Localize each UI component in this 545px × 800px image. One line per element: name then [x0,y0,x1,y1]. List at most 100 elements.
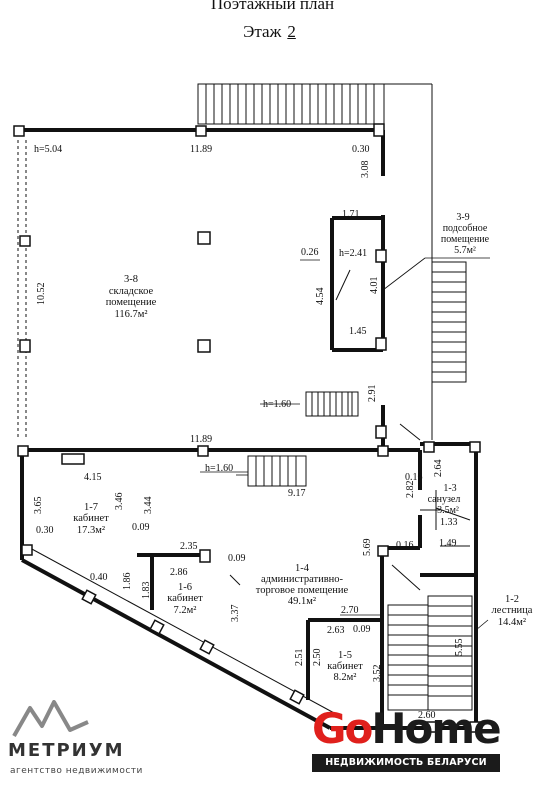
dim-label: h=5.04 [34,144,62,155]
room-id: 3-9 [456,212,469,223]
room-1-3-label: 1-3 санузел 3.5м² [428,483,461,516]
dim-label: 4.15 [84,472,102,483]
room-name: кабинет [73,513,109,524]
dim-label: h=1.60 [263,399,291,410]
dim-label: 5.69 [362,539,373,557]
room-id: 1-7 [84,502,98,513]
dim-label: 11.89 [190,144,212,155]
dim-label: 0.09 [353,624,371,635]
room-1-5-label: 1-5 кабинет 8.2м² [327,650,363,683]
room-1-2-label: 1-2 лестница 14.4м² [492,594,533,628]
room-3-8-label: 3-8 складское помещение 116.7м² [106,274,157,320]
dim-label: 0.16 [405,472,423,483]
room-1-6-label: 1-6 кабинет 7.2м² [167,582,203,616]
dim-label: 2.91 [367,385,378,403]
room-area: 7.2м² [174,605,197,616]
dim-label: 2.86 [170,567,188,578]
left-window-band [17,140,27,440]
room-id: 1-5 [338,650,352,661]
dim-label: 0.09 [132,522,150,533]
room-area: 17.3м² [77,525,105,536]
room-1-4-label: 1-4 административно- торговое помещение … [256,563,349,607]
dim-label: 0.30 [352,144,370,155]
room-area: 116.7м² [114,309,147,320]
room-id: 1-4 [295,563,310,574]
dim-label: h=2.41 [339,248,367,259]
dim-label: 4.01 [369,277,380,295]
room-area: 8.2м² [334,672,357,683]
floor-label: Этаж [243,22,282,41]
walls [20,128,478,730]
room-area: 3.5м² [437,505,459,516]
dim-label: 5.55 [454,639,465,657]
dim-label: 0.16 [396,540,414,551]
room-area: 14.4м² [498,617,526,628]
door-lines [229,269,471,591]
dim-label: 3.44 [143,497,154,515]
dim-label: 3.46 [114,493,125,511]
dim-label: 0.30 [36,525,54,536]
gohome-logo: GoHome НЕДВИЖИМОСТЬ БЕЛАРУСИ [312,706,502,772]
room-name: лестница [492,605,533,616]
room-1-7-label: 1-7 кабинет 17.3м² [73,502,109,536]
room-id: 1-2 [505,594,519,605]
room-id: 1-3 [443,483,456,494]
dim-label: 2.64 [433,460,444,478]
gohome-home: Home [371,704,501,753]
room-name: складское [109,286,154,297]
stairwell-1-2 [387,595,473,711]
room-name: кабинет [327,661,363,672]
metrium-logo: МЕТРИУМ агентство недвижимости [8,700,168,795]
dim-label: 1.71 [342,209,360,220]
metrium-name: МЕТРИУМ [8,740,125,761]
room-name: подсобное [443,223,488,234]
metrium-subtitle: агентство недвижимости [10,766,143,776]
dim-label: 10.52 [36,283,47,306]
dim-label: 2.70 [341,605,359,616]
plan-title: Поэтажный план [210,0,335,13]
dim-label: 4.54 [315,288,326,306]
room-id: 1-6 [178,582,192,593]
gohome-tagline: НЕДВИЖИМОСТЬ БЕЛАРУСИ [312,754,500,772]
room-name: кабинет [167,593,203,604]
dim-label: 2.63 [327,625,345,636]
dim-label: 2.51 [294,649,305,667]
dim-label: 3.37 [230,605,241,623]
room-name: административно- [261,574,344,585]
room-3-9-label: 3-9 подсобное помещение 5.7м² [441,212,490,256]
dim-label: 3.65 [33,497,44,515]
floor-number: 2 [287,22,296,41]
dim-label: 2.35 [180,541,198,552]
dim-label: 11.89 [190,434,212,445]
room-area: 5.7м² [454,245,476,256]
room-name: санузел [428,494,461,505]
room-area: 49.1м² [288,596,316,607]
dim-label: 2.50 [312,649,323,667]
dim-label: 2.82 [405,481,416,499]
gohome-brand: GoHome [312,704,502,753]
room-name: помещение [441,234,490,245]
dim-label: 3.52 [372,665,383,683]
dimension-labels: h=5.04 11.89 0.30 3.08 10.52 1.71 0.26 h… [33,144,465,721]
floor-caption: Этаж 2 [0,22,545,42]
dim-label: 2.60 [418,710,436,721]
dim-label: 9.17 [288,488,306,499]
dim-label: 0.26 [301,247,319,258]
dim-label: 0.09 [228,553,246,564]
upper-stair [197,83,433,440]
outer-right-stair [431,261,467,383]
dim-label: 0.40 [90,572,108,583]
room-name: помещение [106,297,157,308]
dim-label: h=1.60 [205,463,233,474]
room-id: 3-8 [124,274,138,285]
dim-label: 3.08 [360,161,371,179]
inner-stair-3-8 [305,391,359,417]
dim-label: 1.83 [141,582,152,600]
inner-stair-1-4 [247,455,307,487]
dim-label: 1.45 [349,326,367,337]
dim-label: 1.33 [440,517,458,528]
leader-lines [200,257,490,631]
dim-label: 1.49 [439,538,457,549]
dim-label: 1.86 [122,573,133,591]
